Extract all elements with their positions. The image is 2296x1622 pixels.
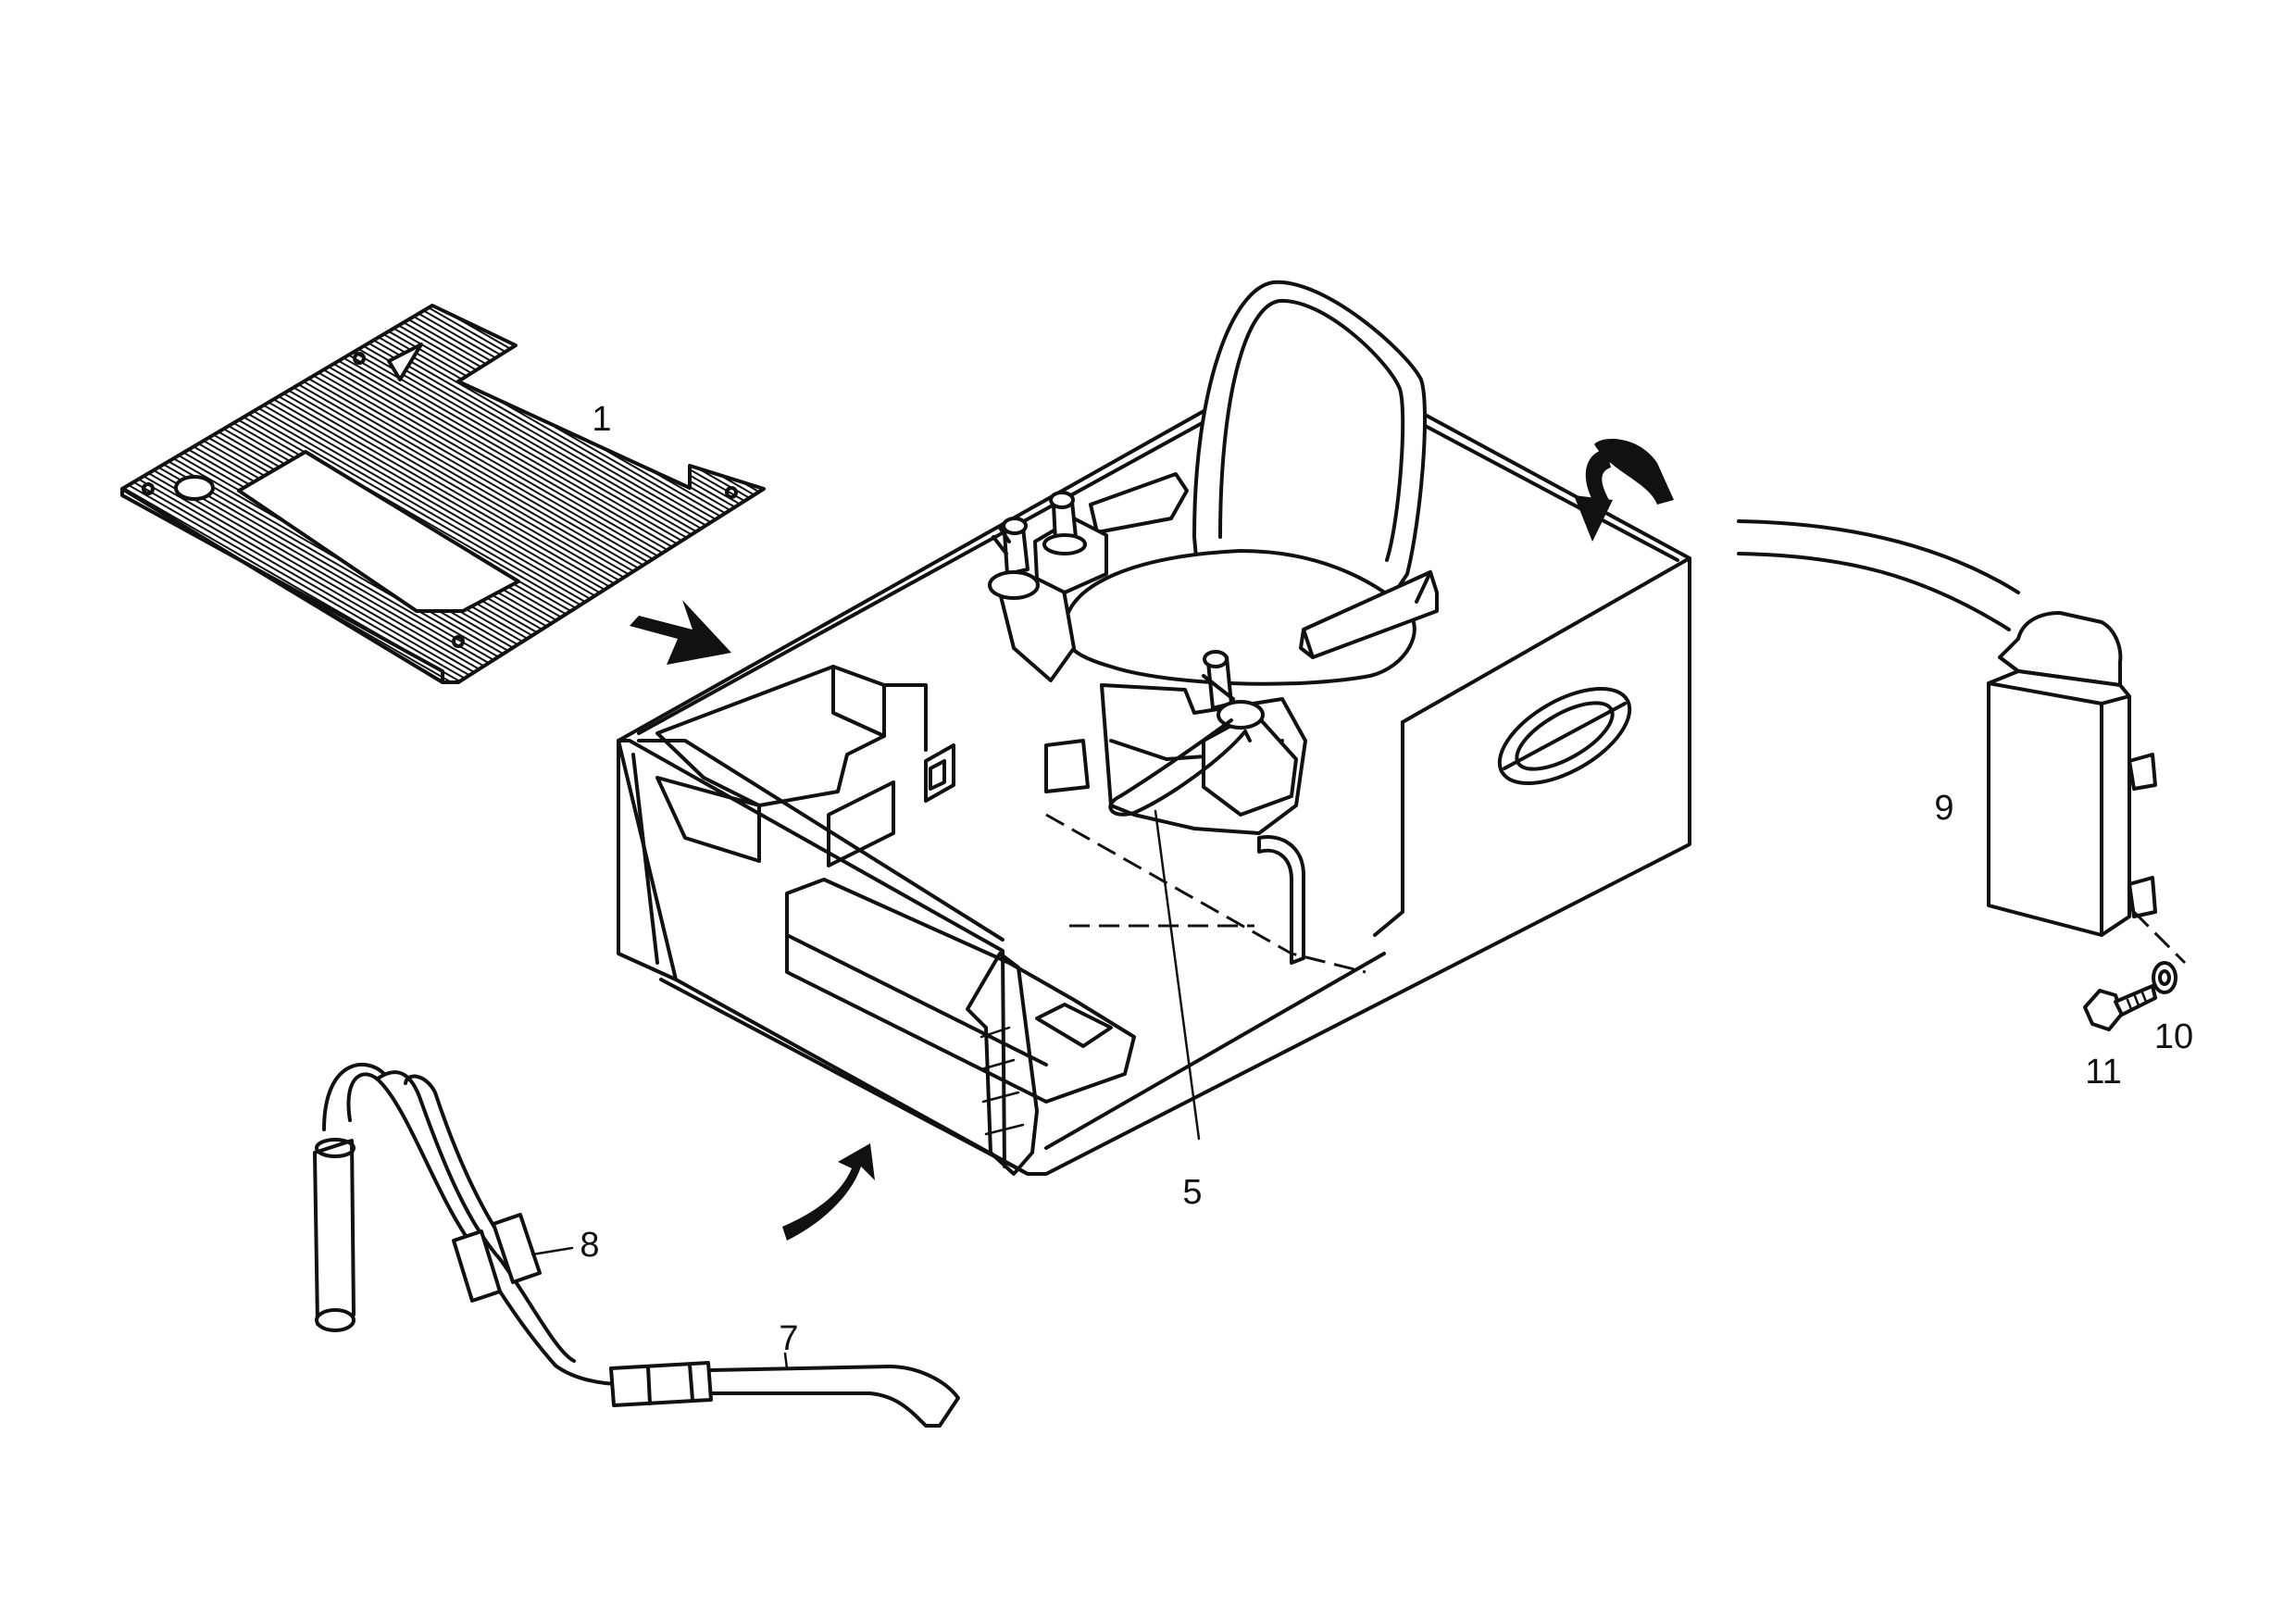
callout-8: 8 — [580, 1226, 599, 1265]
floor-mat-rib — [122, 306, 764, 682]
floor-mat-pedal-cutout — [237, 450, 520, 613]
floor-mat-rib — [347, 306, 764, 682]
floor-mat-rib — [122, 306, 523, 682]
heater-unit — [1737, 519, 2187, 965]
access-ladder — [966, 952, 1039, 1176]
floor-mat-rib — [122, 306, 490, 682]
floor-mat-rib — [247, 306, 764, 682]
floor-mat-rib — [122, 306, 534, 682]
floor-mat-rib — [122, 306, 764, 682]
floor-mat-rib — [122, 306, 601, 682]
leader-7 — [783, 1352, 789, 1370]
floor-mat-rib — [236, 306, 764, 682]
assembly-arrow — [630, 600, 731, 665]
floor-mat-rib — [314, 306, 764, 682]
callout-5: 5 — [1182, 1173, 1202, 1212]
callout-7: 7 — [779, 1319, 798, 1358]
floor-mat-rib — [447, 306, 764, 682]
floor-mat-rib — [122, 306, 764, 682]
hose-sleeve-2 — [492, 1213, 542, 1284]
bolt — [2083, 984, 2157, 1031]
washer — [2152, 961, 2177, 994]
side-panel-window — [1497, 686, 1632, 786]
floor-post — [1257, 835, 1305, 965]
hose-assembly — [313, 1062, 960, 1428]
left-console — [655, 665, 886, 807]
hose-coupling — [609, 1361, 713, 1407]
heater-inlet — [1998, 611, 2123, 687]
leader-8 — [530, 1246, 574, 1256]
seat-armrest-left — [1089, 472, 1189, 534]
cab-frame — [617, 408, 1691, 1176]
heater-body — [1987, 669, 2131, 937]
left-joystick — [988, 517, 1040, 600]
hose-sleeve-1 — [452, 1229, 502, 1303]
pedal-console — [785, 878, 1136, 1104]
floor-mat-rib — [325, 306, 764, 682]
center-joystick — [1042, 491, 1087, 555]
floor-mat-rib — [292, 306, 764, 682]
assembly-arrow-top — [1574, 439, 1674, 542]
leader-5 — [1154, 809, 1201, 1141]
callout-1: 1 — [592, 400, 611, 439]
callout-9: 9 — [1934, 789, 1953, 828]
floor-mat-rib — [122, 306, 623, 682]
floor-mat-hole — [174, 475, 215, 501]
hose-pipe-end — [313, 1139, 356, 1326]
control-cable-loop — [1108, 718, 1252, 1141]
floor-mat-rib — [303, 306, 764, 682]
floor-mat-rib — [122, 306, 479, 682]
floor-mat-rib — [122, 306, 545, 682]
callout-10: 10 — [2154, 1017, 2193, 1056]
floor-mat-slot — [387, 343, 423, 381]
floor-mat-rib — [122, 306, 612, 682]
floor-mat-rib — [122, 306, 764, 682]
floor-mat-rib — [336, 306, 764, 682]
callout-11: 11 — [2085, 1053, 2121, 1092]
floor-mat-rib — [122, 306, 590, 682]
floor-mat-rib — [258, 306, 764, 682]
operator-seat — [998, 280, 1439, 835]
floor-mat-rib — [122, 306, 423, 682]
floor-mat-rib — [358, 306, 764, 682]
assembly-arrow-bottom — [782, 1143, 875, 1241]
floor-mat-rib — [122, 306, 468, 682]
